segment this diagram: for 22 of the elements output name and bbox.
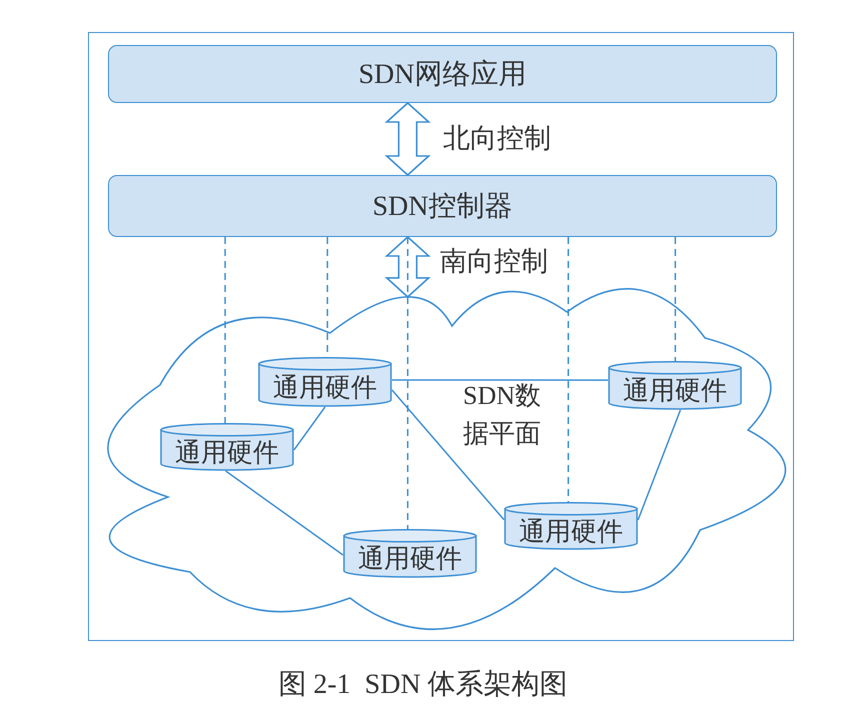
cylinder: 通用硬件 — [258, 357, 392, 407]
dashed-line — [224, 237, 226, 423]
layer-box: SDN控制器 — [108, 175, 777, 237]
cylinder: 通用硬件 — [608, 361, 742, 410]
dashed-line — [674, 237, 676, 361]
cylinder: 通用硬件 — [504, 502, 638, 550]
double-arrow — [384, 236, 431, 298]
layer-box: SDN网络应用 — [108, 45, 777, 103]
connector-line — [293, 406, 326, 450]
edge-label: 南向控制 — [440, 245, 548, 278]
double-arrow — [384, 102, 431, 176]
cylinder: 通用硬件 — [343, 529, 477, 578]
cloud-label: SDN数据平面 — [463, 380, 542, 450]
cloud — [106, 288, 786, 630]
dashed-line — [568, 237, 570, 502]
edge-label: 北向控制 — [443, 122, 551, 155]
connector-line — [392, 379, 608, 381]
connector-line — [225, 470, 344, 556]
caption: 图 2-1 SDN 体系架构图 — [278, 668, 568, 702]
connector-line — [637, 410, 682, 520]
cylinder: 通用硬件 — [160, 423, 294, 471]
connector-line — [391, 390, 505, 520]
